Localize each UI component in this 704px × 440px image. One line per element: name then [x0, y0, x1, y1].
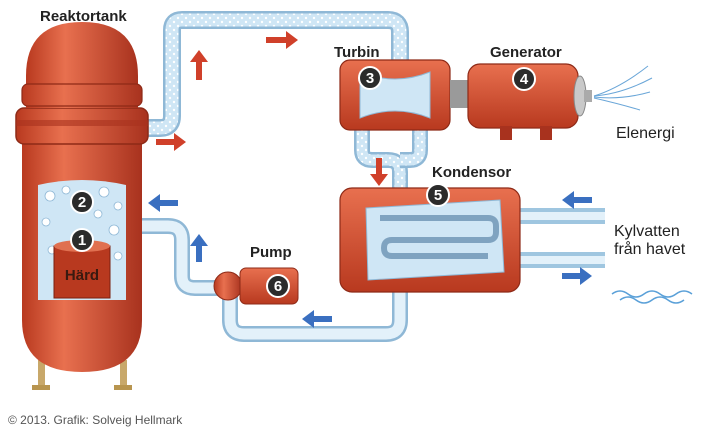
turbine: [339, 59, 468, 131]
flow-arrows: [148, 31, 592, 328]
marker-3: 3: [358, 66, 382, 90]
arrow-left-blue-icon: [562, 191, 592, 209]
condenser-label: Kondensor: [432, 164, 511, 181]
credit-line: © 2013. Grafik: Solveig Hellmark: [8, 413, 183, 427]
marker-2: 2: [70, 190, 94, 214]
svg-text:5: 5: [434, 187, 442, 204]
svg-text:6: 6: [274, 278, 282, 295]
arrow-right-blue-icon: [562, 267, 592, 285]
generator: [467, 63, 592, 140]
turbine-label: Turbin: [334, 44, 380, 61]
core-label: Härd: [65, 267, 99, 284]
electricity-label: Elenergi: [616, 125, 675, 142]
sea-waves-icon: [611, 290, 693, 304]
reactor-tank: Härd: [15, 22, 149, 390]
cooling-water-label-line2: från havet: [614, 240, 686, 258]
marker-1: 1: [70, 228, 94, 252]
svg-text:1: 1: [78, 232, 86, 249]
electricity-sparks: [593, 65, 653, 111]
generator-label: Generator: [490, 44, 562, 61]
arrow-right-red-icon: [156, 133, 186, 151]
arrow-left-blue-icon: [302, 310, 332, 328]
steam-pipe: [130, 11, 409, 137]
pump-label: Pump: [250, 244, 292, 261]
arrow-right-red-icon: [266, 31, 298, 49]
arrow-down-red-icon: [370, 158, 388, 186]
arrow-up-red-icon: [190, 50, 208, 80]
marker-5: 5: [426, 183, 450, 207]
svg-text:3: 3: [366, 70, 374, 87]
arrow-left-blue-icon: [148, 194, 178, 212]
marker-6: 6: [266, 274, 290, 298]
cooling-water-label-line1: Kylvatten: [614, 223, 680, 240]
marker-4: 4: [512, 67, 536, 91]
turbine-condenser-pipe: [354, 125, 428, 192]
cooling-water-pipes: [520, 208, 605, 268]
reactor-tank-label: Reaktortank: [40, 8, 127, 25]
svg-text:4: 4: [520, 71, 529, 88]
svg-text:2: 2: [78, 194, 86, 211]
arrow-up-blue-icon: [190, 234, 208, 262]
condenser: [339, 187, 521, 293]
